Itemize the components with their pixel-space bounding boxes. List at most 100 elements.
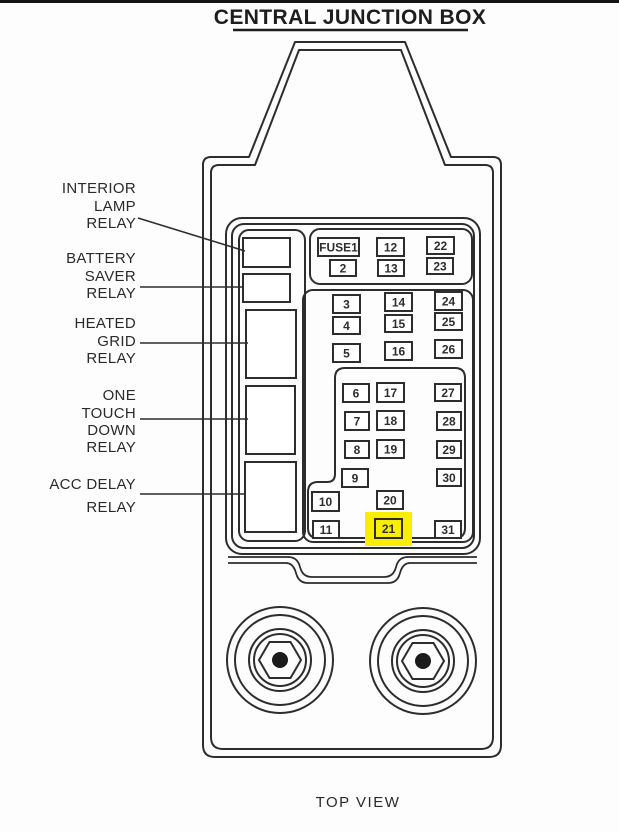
- right-connector-hex-nut: [400, 642, 446, 680]
- left-connector: [226, 606, 334, 714]
- fuse-10: 10: [311, 491, 340, 512]
- svg-text:12: 12: [384, 241, 398, 255]
- svg-text:ONE: ONE: [103, 387, 136, 404]
- fuse-28: 28: [436, 411, 462, 431]
- svg-text:26: 26: [442, 343, 456, 357]
- right-connector-center-dot: [415, 653, 431, 669]
- fuse-20: 20: [376, 490, 404, 510]
- relay-boxes: [242, 237, 297, 533]
- view-caption: TOP VIEW: [316, 794, 401, 811]
- fuse-grid: FUSE1 12 22 2 13 23 3 14 24 4 15 25 5 16…: [311, 236, 463, 539]
- svg-text:2: 2: [340, 262, 347, 276]
- svg-text:6: 6: [353, 387, 360, 401]
- fuse-1: FUSE1: [317, 237, 360, 257]
- fuse-13: 13: [377, 259, 405, 277]
- fuse-3: 3: [332, 294, 361, 314]
- fuse-18: 18: [376, 410, 405, 431]
- fuse-22: 22: [426, 236, 455, 255]
- heated-grid-relay-box: [245, 309, 297, 379]
- svg-text:RELAY: RELAY: [86, 499, 136, 516]
- svg-text:3: 3: [343, 298, 350, 312]
- heated-grid-relay-label: HEATED GRID RELAY: [74, 315, 136, 367]
- svg-text:RELAY: RELAY: [86, 285, 136, 302]
- svg-text:5: 5: [343, 347, 350, 361]
- svg-text:15: 15: [392, 317, 406, 331]
- battery-saver-relay-box: [242, 273, 291, 303]
- fuse-7: 7: [344, 411, 370, 431]
- fuse-31: 31: [434, 520, 462, 539]
- junction-box-body-outline: [202, 41, 502, 758]
- svg-text:20: 20: [383, 494, 397, 508]
- svg-text:FUSE1: FUSE1: [319, 241, 358, 255]
- battery-saver-relay-label: BATTERY SAVER RELAY: [66, 250, 136, 302]
- fuse-24: 24: [434, 291, 463, 311]
- one-touch-down-relay-label: ONE TOUCH DOWN RELAY: [81, 387, 136, 456]
- svg-text:31: 31: [441, 523, 455, 537]
- panel-lower-notch-outline: [228, 556, 477, 584]
- fuse-group-lower-outline: [307, 367, 466, 539]
- svg-text:RELAY: RELAY: [86, 215, 136, 232]
- svg-text:INTERIOR: INTERIOR: [62, 180, 136, 197]
- leader-lines: [137, 217, 248, 495]
- acc-delay-relay-box: [244, 461, 297, 533]
- fuse-21-highlighted: 21: [374, 518, 403, 539]
- svg-text:7: 7: [354, 415, 361, 429]
- svg-text:29: 29: [442, 443, 456, 457]
- svg-text:18: 18: [384, 414, 398, 428]
- fuse-27: 27: [434, 383, 462, 402]
- relay-column-outline: [238, 229, 306, 542]
- svg-text:LAMP: LAMP: [94, 198, 136, 215]
- svg-text:DOWN: DOWN: [87, 422, 136, 439]
- fuse-11: 11: [312, 520, 340, 539]
- svg-text:10: 10: [319, 495, 333, 509]
- svg-text:16: 16: [392, 345, 406, 359]
- svg-text:4: 4: [343, 319, 350, 333]
- fuse-4: 4: [332, 316, 361, 335]
- svg-text:17: 17: [384, 386, 398, 400]
- left-connector-center-dot: [272, 652, 288, 668]
- svg-text:25: 25: [442, 315, 456, 329]
- fuse-15: 15: [384, 314, 413, 333]
- svg-text:22: 22: [434, 239, 448, 253]
- fuse-5: 5: [332, 343, 361, 363]
- svg-text:19: 19: [384, 443, 398, 457]
- svg-text:24: 24: [442, 295, 456, 309]
- acc-delay-relay-label: ACC DELAY RELAY: [49, 476, 136, 516]
- one-touch-down-relay-box: [245, 385, 296, 455]
- svg-text:HEATED: HEATED: [74, 315, 136, 332]
- relay-labels: INTERIOR LAMP RELAY BATTERY SAVER RELAY …: [49, 180, 136, 516]
- interior-lamp-leader-line: [137, 217, 246, 252]
- svg-text:9: 9: [352, 472, 359, 486]
- fuse-group-top-outline: [309, 228, 473, 285]
- svg-text:23: 23: [433, 260, 447, 274]
- svg-text:30: 30: [442, 471, 456, 485]
- fuse-17: 17: [376, 382, 405, 403]
- fuse-30: 30: [436, 468, 462, 487]
- fuse-6: 6: [342, 383, 370, 403]
- svg-text:BATTERY: BATTERY: [66, 250, 136, 267]
- svg-text:ACC DELAY: ACC DELAY: [49, 476, 136, 493]
- fuse-26: 26: [434, 339, 463, 359]
- fuse-16: 16: [384, 341, 413, 361]
- fuse-23: 23: [426, 257, 454, 275]
- top-border-line: [0, 0, 619, 3]
- fuse-9: 9: [341, 468, 369, 488]
- fuse-14: 14: [384, 292, 413, 312]
- svg-text:8: 8: [354, 443, 361, 457]
- fuse-29: 29: [436, 440, 462, 459]
- svg-text:TOUCH: TOUCH: [81, 405, 136, 422]
- svg-text:13: 13: [384, 262, 398, 276]
- fuse-19: 19: [376, 439, 405, 459]
- svg-text:SAVER: SAVER: [85, 268, 136, 285]
- interior-lamp-relay-box: [242, 237, 291, 268]
- svg-text:GRID: GRID: [97, 333, 136, 350]
- svg-text:14: 14: [392, 296, 406, 310]
- svg-text:21: 21: [382, 522, 396, 536]
- svg-text:28: 28: [442, 415, 456, 429]
- svg-text:27: 27: [441, 386, 455, 400]
- fuse-8: 8: [344, 440, 370, 459]
- interior-lamp-relay-label: INTERIOR LAMP RELAY: [62, 180, 136, 232]
- svg-text:RELAY: RELAY: [86, 439, 136, 456]
